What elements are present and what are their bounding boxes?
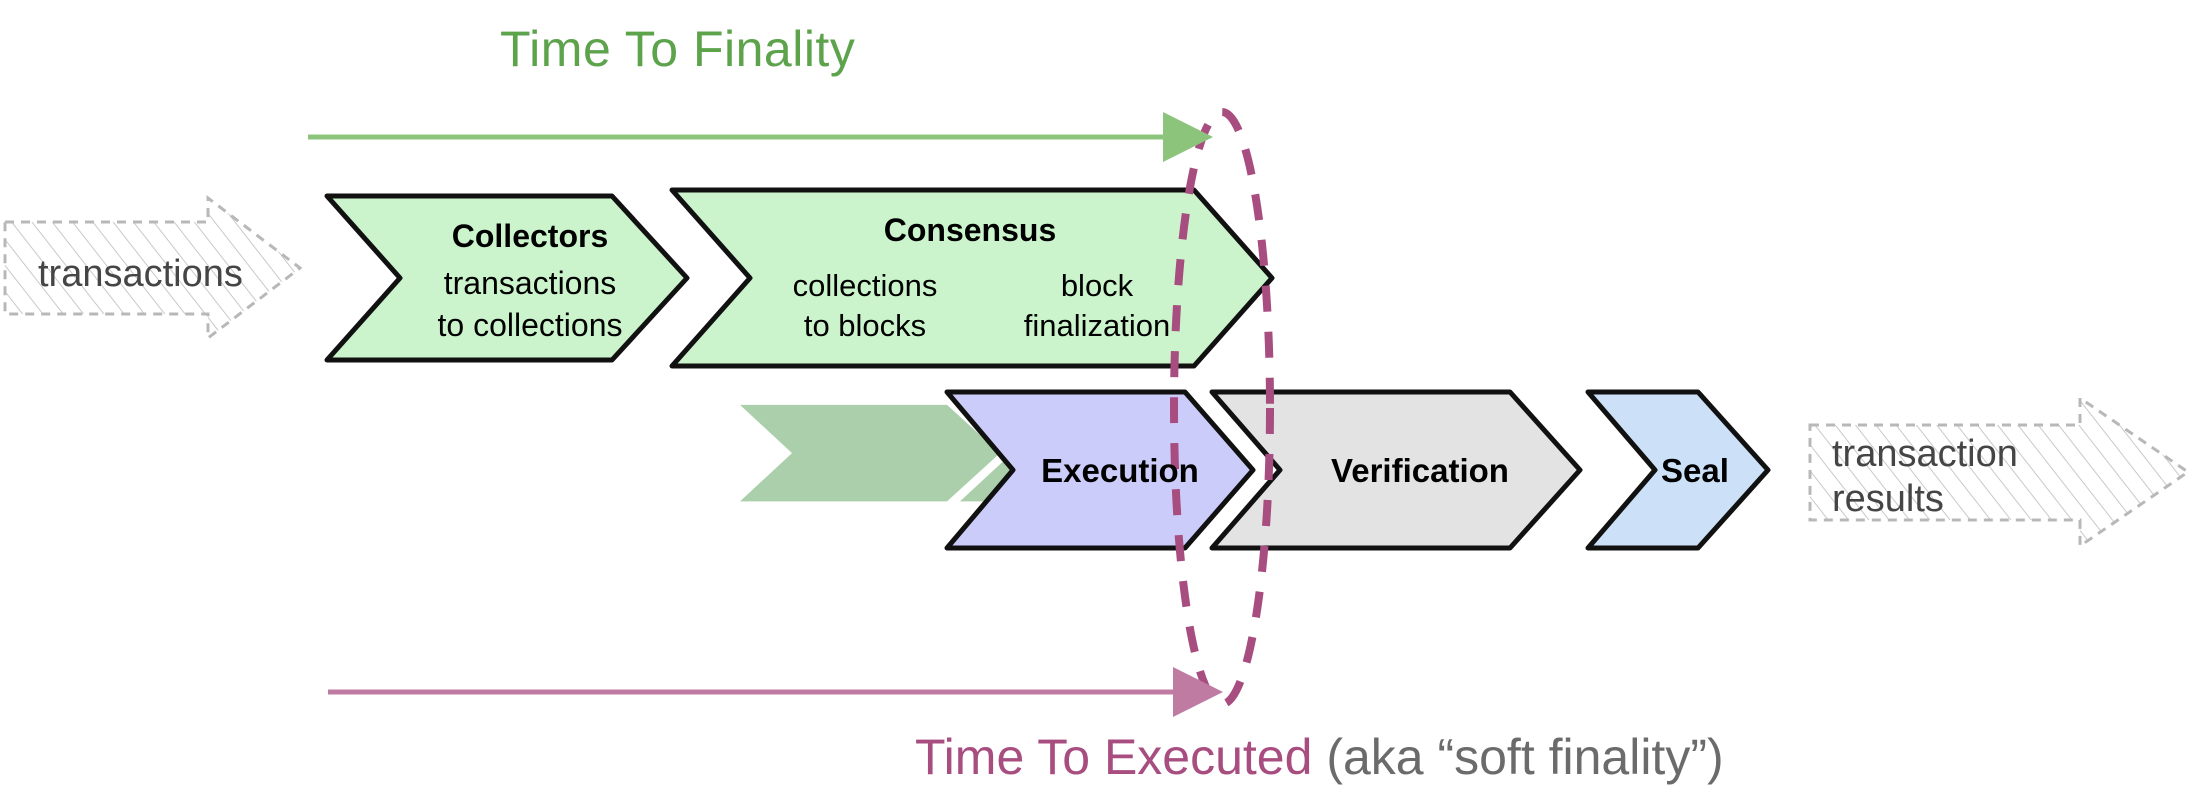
collectors-sub-line1: transactions	[443, 265, 617, 301]
finality-boundary-ellipse	[1170, 108, 1274, 708]
seal-chevron[interactable]	[1585, 389, 1771, 551]
transactions-input-label: transactions	[38, 253, 243, 295]
transaction-results-output-arrow	[1808, 395, 2191, 549]
collectors-sub-line2: to collections	[437, 307, 623, 343]
verification-chevron[interactable]	[1209, 389, 1583, 551]
consensus-title: Consensus	[883, 212, 1057, 248]
time-to-finality-title: Time To Finality	[500, 21, 856, 77]
time-to-executed-title: Time To Executed (aka “soft finality”)	[915, 728, 1724, 786]
collectors-title: Collectors	[451, 218, 609, 254]
block-finalization-line1: block	[1060, 268, 1134, 303]
transactions-input-arrow	[3, 194, 303, 342]
collections-to-blocks-line2: to blocks	[803, 308, 927, 343]
collectors-chevron[interactable]	[324, 193, 690, 363]
transaction-results-line2: results	[1832, 477, 1944, 520]
transaction-results-line1: transaction	[1832, 433, 2018, 475]
soft-finality-note: (aka “soft finality”)	[1312, 729, 1724, 785]
consensus-chevron[interactable]	[669, 187, 1275, 369]
transaction-results-label: transaction results	[1832, 432, 2018, 522]
seal-title: Seal	[1661, 452, 1729, 489]
time-to-executed-label: Time To Executed	[915, 729, 1313, 785]
verification-title: Verification	[1331, 452, 1509, 489]
execution-title: Execution	[1041, 452, 1199, 489]
block-finalization-line2: finalization	[1023, 308, 1171, 343]
collections-to-blocks-line1: collections	[792, 268, 938, 303]
